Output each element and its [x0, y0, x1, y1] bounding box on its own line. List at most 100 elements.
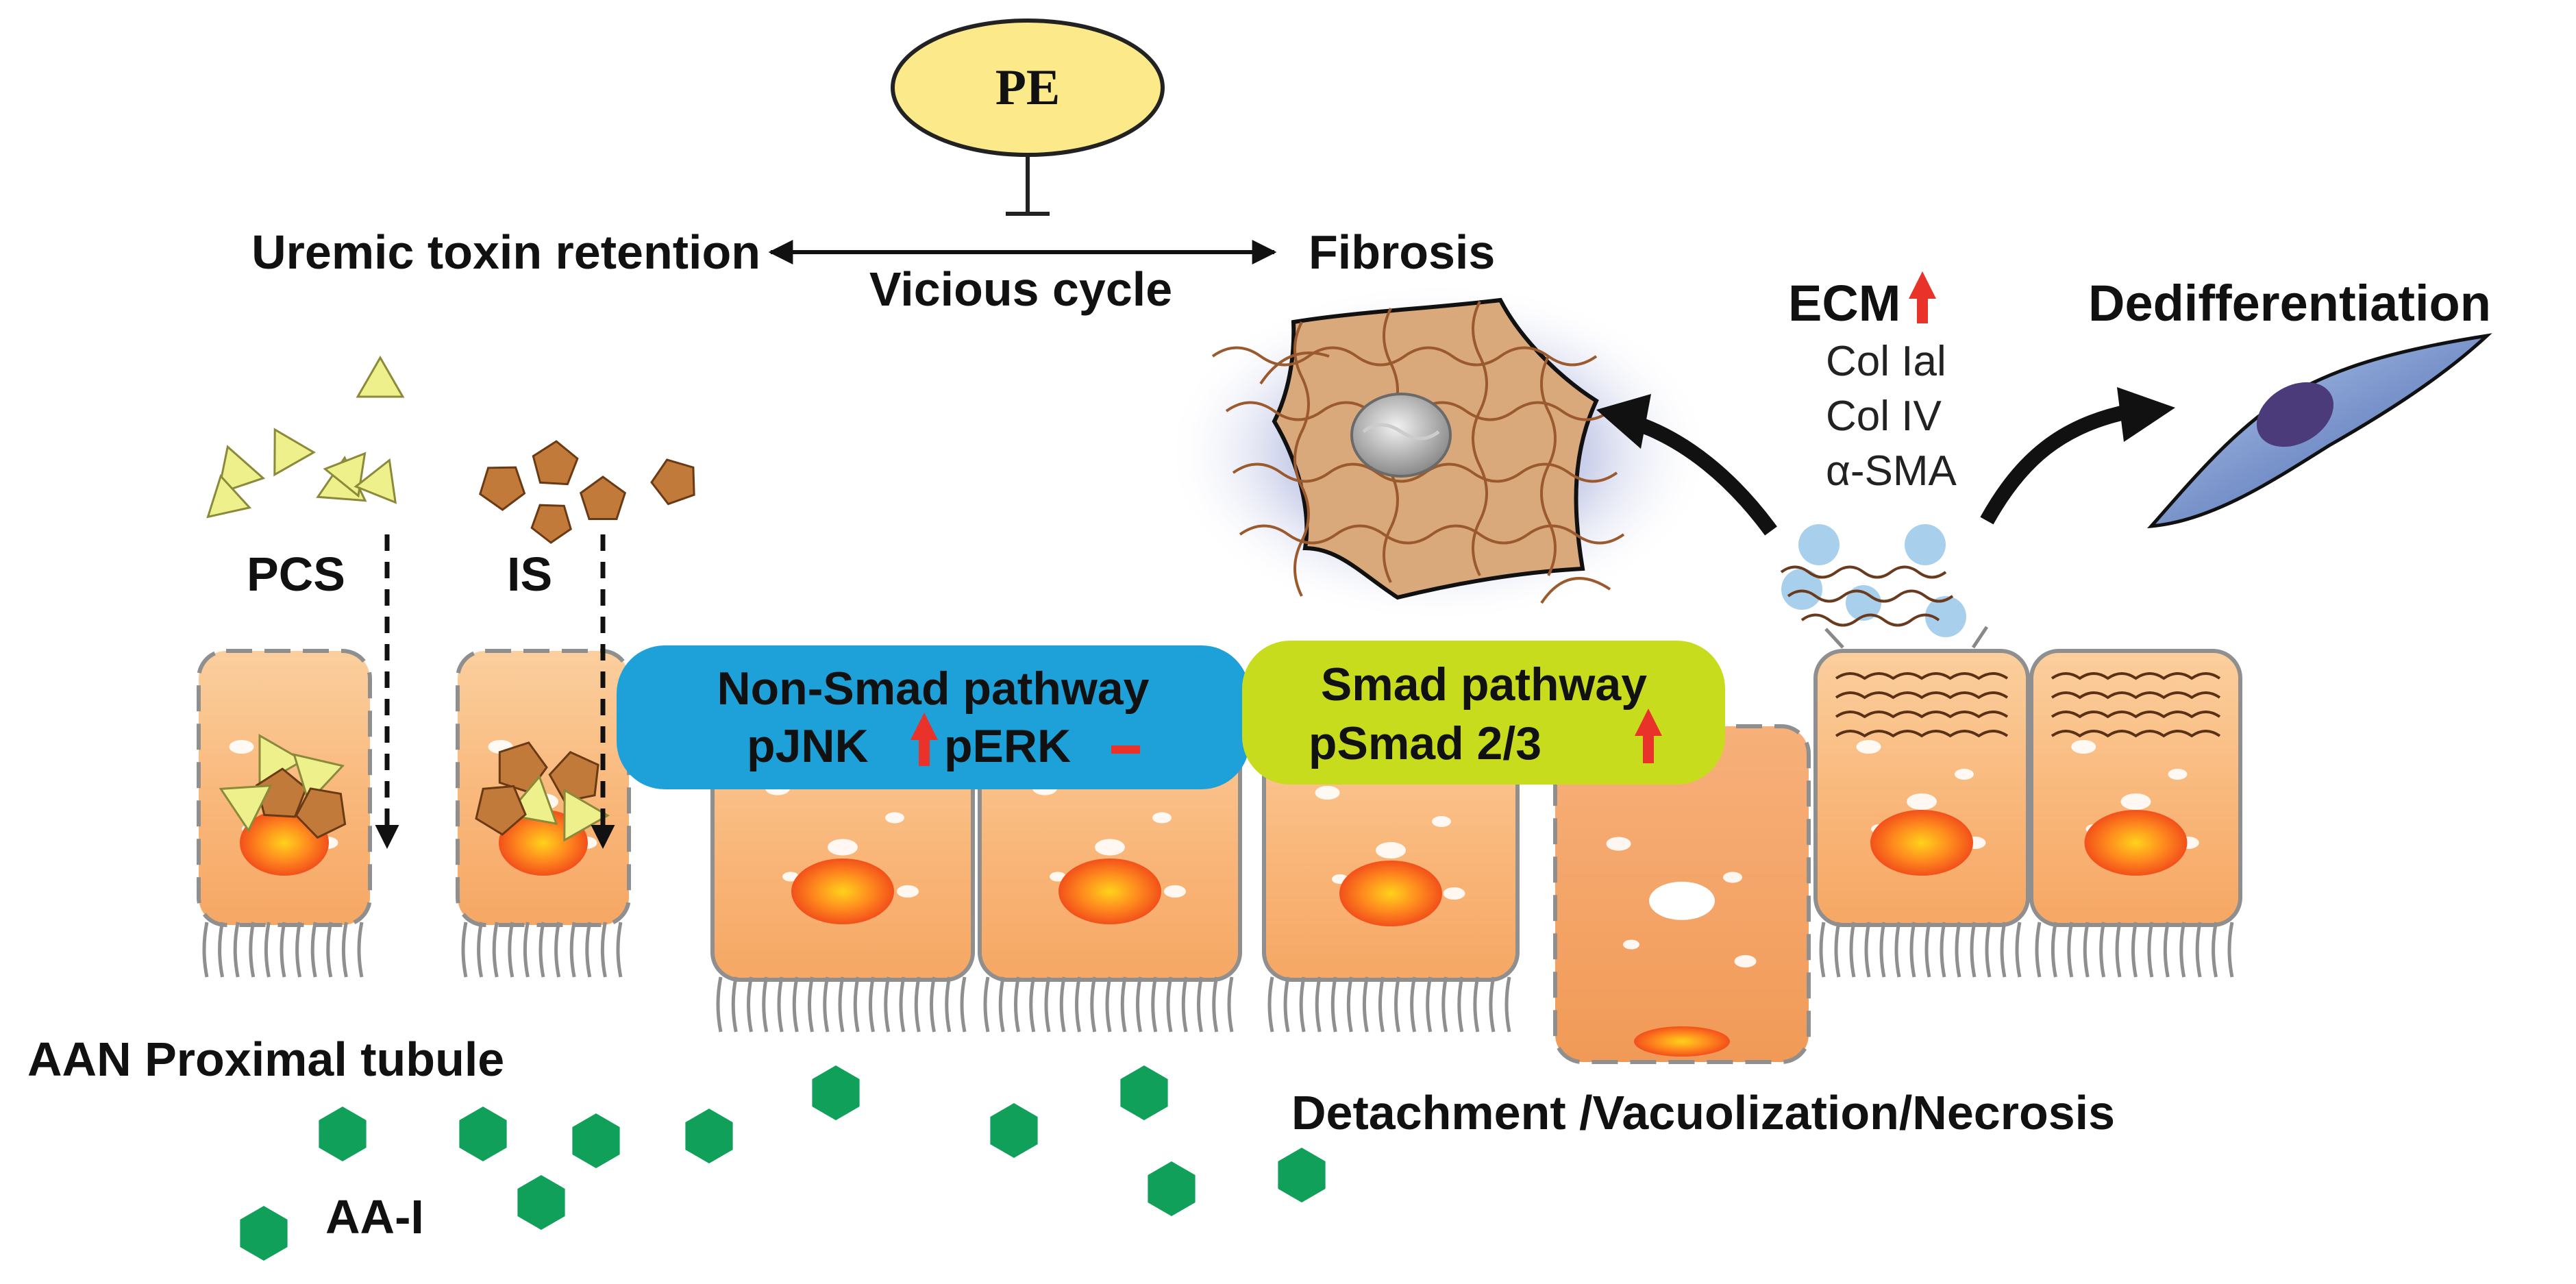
ecm-fiber	[2051, 672, 2221, 680]
microvillus	[1940, 922, 1946, 978]
aa-i-hexagon	[685, 1109, 733, 1163]
dedifferentiation-label: Dedifferentiation	[2088, 275, 2491, 332]
microvillus	[1330, 976, 1337, 1033]
microvillus	[1227, 976, 1234, 1033]
microvillus	[280, 922, 286, 978]
microvillus	[233, 922, 240, 978]
cell-nucleus	[1058, 859, 1161, 924]
fibrosis-label: Fibrosis	[1309, 225, 1495, 279]
microvillus	[202, 922, 209, 978]
microvillus	[616, 922, 623, 978]
microvillus	[1090, 976, 1097, 1033]
fibroblast-nucleus	[1350, 393, 1452, 478]
cell-nucleus	[1339, 861, 1442, 926]
ecm-release	[1780, 524, 1989, 649]
microvillus	[1426, 976, 1433, 1033]
vacuole	[1856, 740, 1881, 754]
pcs-triangle	[216, 445, 266, 495]
vacuole	[782, 872, 799, 882]
microvillus	[264, 922, 271, 978]
microvillus	[2083, 922, 2090, 978]
aa-i-hexagon	[812, 1065, 860, 1120]
perk-label: pERK	[944, 720, 1071, 772]
microvillus	[808, 976, 814, 1033]
aa-i-hexagon	[459, 1107, 507, 1161]
microvillus	[1136, 976, 1142, 1033]
microvillus	[2195, 922, 2202, 978]
pcs-triangle	[219, 785, 273, 832]
microvillus	[1504, 976, 1511, 1033]
col1-label: Col Ial	[1826, 338, 1946, 385]
cell-nucleus	[791, 859, 894, 924]
microvillus	[2147, 922, 2154, 978]
vacuole	[1443, 887, 1465, 900]
detachment-label: Detachment /Vacuolization/Necrosis	[1291, 1086, 2115, 1139]
microvillus	[2212, 922, 2218, 978]
microvillus	[1489, 976, 1496, 1033]
non-smad-pathway-box: Non-Smad pathway pJNK pERK	[617, 645, 1250, 789]
microvillus	[1924, 922, 1931, 978]
is-pentagon	[255, 767, 308, 818]
microvillus	[295, 922, 302, 978]
microvillus	[569, 922, 576, 978]
non-smad-title: Non-Smad pathway	[717, 663, 1150, 715]
pcs-triangle	[273, 428, 317, 477]
microvillus	[823, 976, 830, 1033]
microvillus	[585, 922, 592, 978]
microvillus	[1299, 976, 1306, 1033]
microvillus	[1985, 922, 1992, 978]
vacuole	[2120, 793, 2151, 810]
tubule-cell	[2029, 649, 2242, 978]
aa-i-hexagon	[517, 1175, 565, 1230]
microvillus	[1044, 976, 1051, 1033]
microvillus	[1849, 922, 1856, 978]
microvillus	[2115, 922, 2122, 978]
is-pentagon	[530, 504, 572, 544]
microvillus	[762, 976, 769, 1033]
microvillus	[218, 922, 225, 978]
is-pentagon	[579, 476, 627, 520]
svg-text:PE: PE	[995, 60, 1061, 116]
microvillus	[731, 976, 738, 1033]
microvillus	[310, 922, 317, 978]
microvillus	[1029, 976, 1036, 1033]
is-pentagon	[475, 785, 527, 836]
microvillus	[2035, 922, 2042, 978]
vacuole	[1164, 885, 1186, 898]
microvillus	[945, 976, 952, 1033]
tubule-cell	[1813, 649, 2030, 978]
microvillus	[1378, 976, 1385, 1033]
vacuole	[1432, 816, 1451, 827]
ecm-fiber	[1835, 691, 2009, 700]
microvillus	[884, 976, 891, 1033]
vacuole	[1606, 837, 1631, 851]
ecm-fiber	[2051, 730, 2221, 738]
microvillus	[914, 976, 921, 1033]
microvillus	[538, 922, 545, 978]
microvillus	[2227, 922, 2234, 978]
aa-i-hexagon	[1148, 1161, 1196, 1216]
smad-title: Smad pathway	[1321, 658, 1647, 711]
microvillus	[1197, 976, 1203, 1033]
microvillus	[357, 922, 364, 978]
aa-i-molecules	[240, 1065, 1326, 1261]
large-vacuole	[1649, 881, 1715, 920]
pcs-triangle	[206, 473, 252, 519]
microvillus	[1105, 976, 1112, 1033]
microvillus	[998, 976, 1005, 1033]
microvillus	[2015, 922, 2022, 978]
vacuole	[1907, 793, 1937, 810]
microvillus	[1909, 922, 1916, 978]
vacuole	[1050, 872, 1066, 882]
microvillus	[1394, 976, 1400, 1033]
aa-i-hexagon	[1120, 1065, 1168, 1120]
vacuole	[1734, 955, 1757, 967]
cell-nucleus	[2084, 810, 2188, 876]
vacuole	[1095, 839, 1125, 856]
microvillus	[1834, 922, 1841, 978]
microvillus	[899, 976, 906, 1033]
aa-i-hexagon	[990, 1103, 1038, 1158]
vacuole	[1152, 812, 1172, 824]
microvillus	[523, 922, 530, 978]
